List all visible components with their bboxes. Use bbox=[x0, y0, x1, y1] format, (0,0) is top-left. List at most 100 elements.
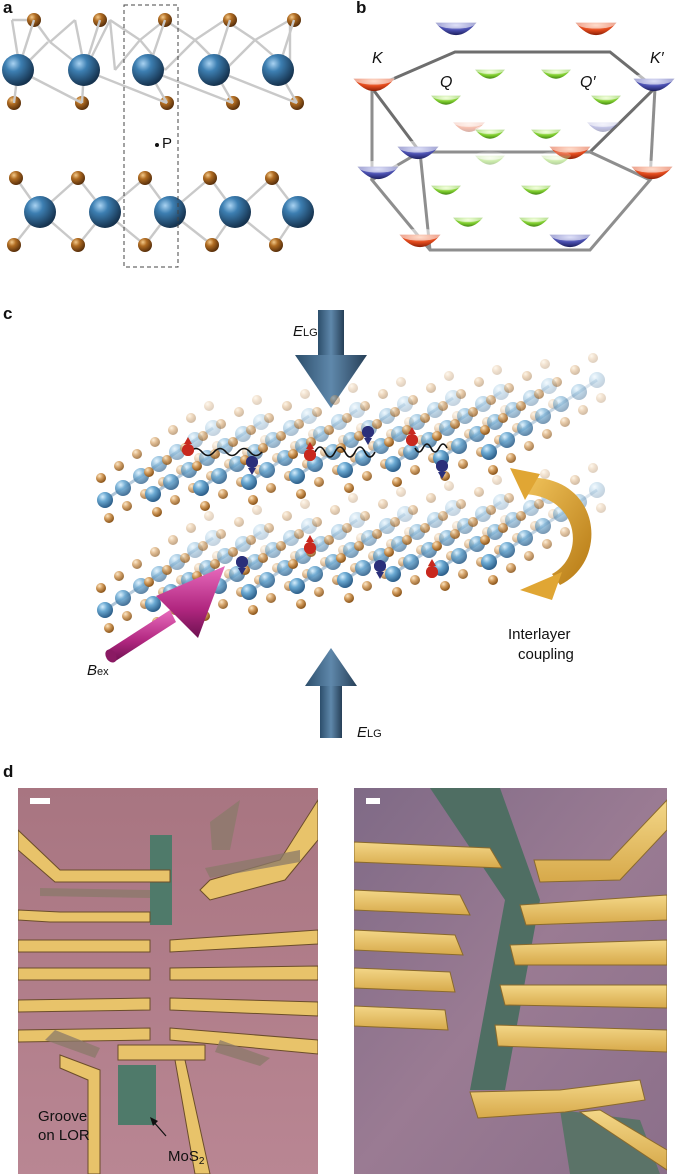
lattice-atom bbox=[385, 566, 401, 582]
lattice-atom bbox=[499, 432, 515, 448]
lattice-atom bbox=[516, 511, 526, 521]
spin-electron bbox=[362, 426, 374, 438]
lattice-atom bbox=[264, 523, 274, 533]
lattice-atom bbox=[300, 389, 310, 399]
panel-letter-c: c bbox=[3, 304, 13, 323]
lattice-atom bbox=[372, 419, 382, 429]
spin-arrow bbox=[184, 437, 192, 444]
lattice-atom bbox=[362, 581, 372, 591]
lattice-atom bbox=[144, 467, 154, 477]
lattice-atom bbox=[288, 559, 298, 569]
lattice-atom bbox=[307, 566, 323, 582]
lattice-atom bbox=[204, 511, 214, 521]
lattice-atom bbox=[241, 474, 257, 490]
interlayer-coupling-arrow bbox=[510, 468, 592, 600]
lattice-atom bbox=[122, 611, 132, 621]
lattice-atom bbox=[540, 469, 550, 479]
lattice-atom bbox=[534, 389, 544, 399]
lattice-atom bbox=[451, 548, 467, 564]
lattice-atom bbox=[570, 475, 580, 485]
lattice-atom bbox=[385, 456, 401, 472]
lattice-atom bbox=[392, 477, 402, 487]
lattice-atom bbox=[426, 493, 436, 503]
lattice-atom bbox=[193, 480, 209, 496]
lattice-atom bbox=[266, 483, 276, 493]
coupling-label-line2: coupling bbox=[518, 646, 574, 663]
spin-arrow bbox=[376, 572, 384, 579]
lattice-atom bbox=[588, 353, 598, 363]
lattice-atom bbox=[403, 554, 419, 570]
lattice-atom bbox=[560, 527, 570, 537]
lattice-atom bbox=[438, 401, 448, 411]
spin-arrow bbox=[428, 559, 436, 566]
lattice-atom bbox=[458, 459, 468, 469]
lattice-atom bbox=[390, 407, 400, 417]
lattice-atom bbox=[360, 401, 370, 411]
lattice-atom bbox=[392, 587, 402, 597]
lattice-atom bbox=[396, 377, 406, 387]
spin-arrow bbox=[248, 468, 256, 475]
lattice-atom bbox=[535, 408, 551, 424]
lattice-atom bbox=[266, 593, 276, 603]
lattice-atom bbox=[168, 425, 178, 435]
lattice-atom bbox=[162, 455, 172, 465]
lattice-atom bbox=[314, 587, 324, 597]
lattice-atom bbox=[234, 407, 244, 417]
lattice-atom bbox=[258, 443, 268, 453]
lattice-atom bbox=[204, 401, 214, 411]
spin-electron bbox=[182, 444, 194, 456]
lattice-atom bbox=[468, 517, 478, 527]
lattice-atom bbox=[337, 572, 353, 588]
lattice-atom bbox=[488, 575, 498, 585]
lattice-atom bbox=[192, 461, 202, 471]
spin-electron bbox=[236, 556, 248, 568]
lattice-atom bbox=[132, 559, 142, 569]
lattice-atom bbox=[384, 547, 394, 557]
lattice-atom bbox=[342, 413, 352, 423]
lattice-atom bbox=[288, 449, 298, 459]
lattice-atom bbox=[432, 541, 442, 551]
lattice-atom bbox=[218, 489, 228, 499]
spin-electron bbox=[374, 560, 386, 572]
lattice-atom bbox=[488, 465, 498, 475]
field-label-top: ELG bbox=[293, 323, 318, 340]
valley-Q-prime-label: Q′ bbox=[580, 74, 596, 91]
lattice-atom bbox=[114, 461, 124, 471]
lattice-atom bbox=[596, 393, 606, 403]
lattice-atom bbox=[294, 419, 304, 429]
lattice-atom bbox=[241, 584, 257, 600]
lattice-atom bbox=[426, 383, 436, 393]
spin-arrow bbox=[238, 568, 246, 575]
lattice-atom bbox=[504, 383, 514, 393]
groove-label-line2: on LOR bbox=[38, 1127, 90, 1144]
lattice-atom bbox=[517, 530, 533, 546]
lattice-atom bbox=[289, 578, 305, 594]
panel-letter-d: d bbox=[3, 762, 14, 781]
lattice-atom bbox=[259, 572, 275, 588]
lattice-atom bbox=[246, 425, 256, 435]
lattice-atom bbox=[218, 599, 228, 609]
lattice-atom bbox=[228, 437, 238, 447]
lattice-atom bbox=[578, 405, 588, 415]
lattice-atom bbox=[104, 623, 114, 633]
lattice-atom bbox=[114, 571, 124, 581]
lattice-atom bbox=[589, 482, 605, 498]
lattice-atom bbox=[198, 541, 208, 551]
top-layer bbox=[2, 13, 304, 110]
lattice-atom bbox=[596, 503, 606, 513]
spin-arrow bbox=[438, 472, 446, 479]
lattice-atom bbox=[450, 529, 460, 539]
lattice-atom bbox=[492, 475, 502, 485]
lattice-atom bbox=[259, 462, 275, 478]
lattice-atom bbox=[314, 477, 324, 487]
lattice-atom bbox=[144, 577, 154, 587]
lattice-atom bbox=[162, 565, 172, 575]
lattice-atom bbox=[354, 431, 364, 441]
lattice-atom bbox=[248, 495, 258, 505]
lattice-atom bbox=[384, 437, 394, 447]
lattice-atom bbox=[168, 535, 178, 545]
field-label-bottom: ELG bbox=[357, 724, 382, 741]
lattice-atom bbox=[336, 553, 346, 563]
